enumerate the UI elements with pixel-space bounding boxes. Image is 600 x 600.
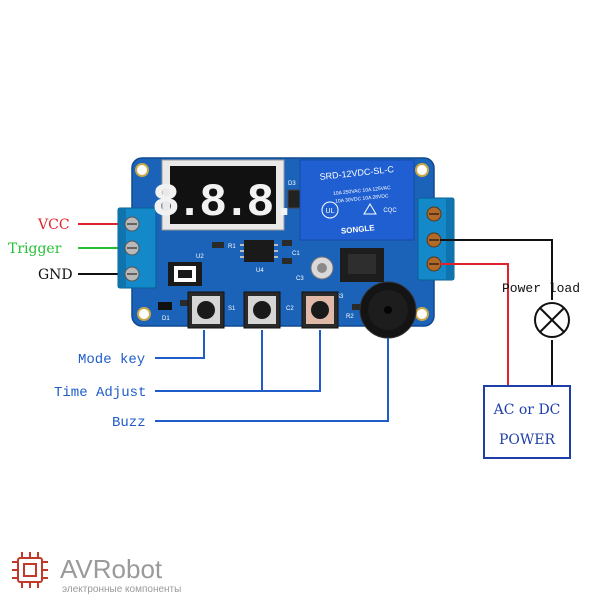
warning-triangle-icon — [363, 203, 377, 215]
silk-u2: U2 — [196, 254, 204, 260]
mounting-hole-top-left — [135, 163, 149, 177]
power-source-line1: AC or DC — [493, 402, 561, 418]
mode-key-callout — [155, 330, 205, 359]
silk-s3: S3 — [336, 294, 344, 300]
silk-d1: D1 — [162, 316, 170, 322]
time-adjust-button-left — [243, 291, 281, 329]
load-wire-black-top — [440, 239, 553, 300]
silk-d3: D3 — [288, 181, 296, 187]
logo-tagline: электронные компоненты — [62, 584, 181, 595]
silk-u4: U4 — [256, 268, 264, 274]
relay-cert-text: CQC — [383, 208, 397, 214]
silk-c3: C3 — [296, 276, 304, 282]
chip-icon — [12, 552, 48, 588]
silk-r1: R1 — [228, 244, 236, 250]
svg-text:UL: UL — [326, 208, 335, 215]
input-terminal-block — [117, 207, 157, 289]
trigger-label: Trigger — [8, 241, 62, 257]
component-diode-d1 — [158, 302, 172, 310]
component-ic-u2 — [168, 262, 202, 286]
callout-lines — [155, 330, 389, 422]
power-source-box: AC or DC POWER — [483, 385, 571, 459]
pcb-board: 8.8.8. D3 R1 U2 U4 C1 C3 D1 S1 C2 S3 R2 … — [117, 157, 455, 339]
vcc-label: VCC — [37, 217, 70, 233]
gnd-label: GND — [38, 267, 73, 283]
component-electrolytic-capacitor — [310, 256, 334, 280]
seven-segment-display: 8.8.8. — [152, 159, 298, 231]
silk-s1: S1 — [228, 306, 236, 312]
power-source-line2: POWER — [499, 432, 556, 448]
display-digits: 8.8.8. — [152, 177, 294, 229]
buzzer — [359, 281, 417, 339]
relay-module: SRD-12VDC-SL-C 10A 250VAC 10A 125VAC 10A… — [299, 159, 415, 241]
time-adjust-callout — [155, 330, 263, 392]
ul-logo-icon: UL — [321, 201, 339, 219]
time-adjust-label: Time Adjust — [54, 385, 146, 401]
logo-name: AVRobot — [60, 554, 163, 584]
component-ic-u4 — [240, 240, 278, 262]
buzz-label: Buzz — [112, 415, 146, 431]
avrobot-logo: AVRobot электронные компоненты — [12, 552, 181, 595]
mode-key-label: Mode key — [78, 352, 145, 368]
load-wire-red — [440, 263, 509, 386]
silk-c2: C2 — [286, 306, 294, 312]
relay-rating-text-2: 10A 30VDC 10A 28VDC — [335, 193, 389, 205]
component-resistors — [180, 240, 362, 310]
mounting-hole-top-right — [415, 163, 429, 177]
mode-key-button — [187, 291, 225, 329]
silk-c1: C1 — [292, 251, 300, 257]
time-adjust-button-right — [301, 291, 339, 329]
silk-r2: R2 — [346, 314, 354, 320]
mounting-hole-bottom-left — [137, 307, 151, 321]
buzz-callout — [155, 338, 389, 422]
power-load-label: Power load — [502, 281, 580, 296]
lamp-icon — [534, 302, 570, 338]
relay-brand-text: SONGLE — [340, 223, 375, 236]
mounting-hole-bottom-right — [415, 307, 429, 321]
time-adjust-callout-right — [262, 330, 321, 392]
component-voltage-regulator — [340, 248, 384, 282]
output-circuit — [440, 239, 553, 386]
